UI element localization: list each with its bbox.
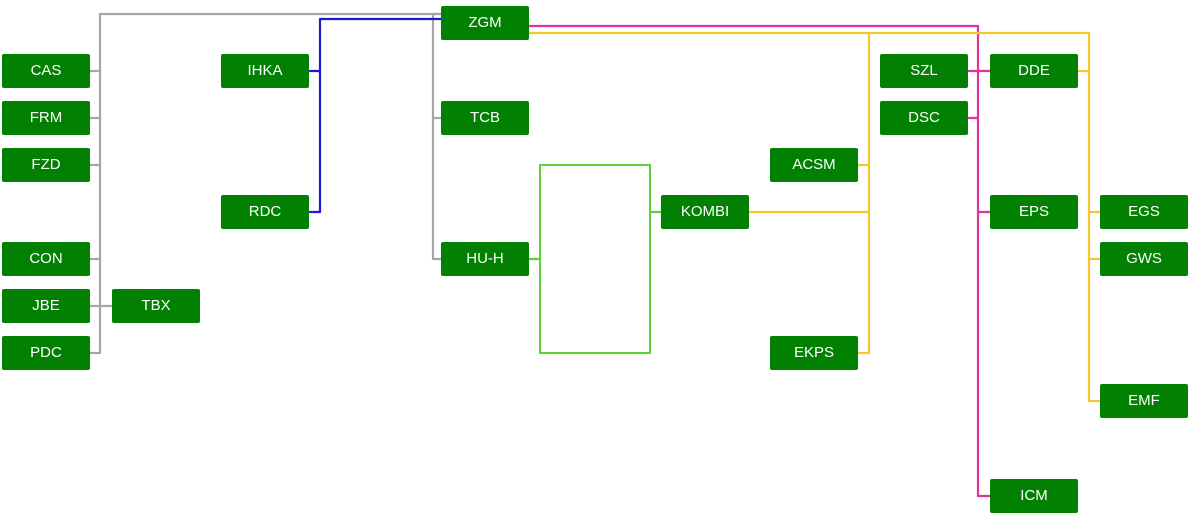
- node-rdc[interactable]: RDC: [221, 195, 309, 229]
- node-zgm[interactable]: ZGM: [441, 6, 529, 40]
- node-acsm[interactable]: ACSM: [770, 148, 858, 182]
- node-egs[interactable]: EGS: [1100, 195, 1188, 229]
- yellow-bus: [527, 31, 1102, 403]
- green-loop-links: [527, 210, 663, 261]
- green-loop: [539, 164, 651, 354]
- gray-bus-left: [88, 12, 443, 355]
- node-fzd[interactable]: FZD: [2, 148, 90, 182]
- node-ihka[interactable]: IHKA: [221, 54, 309, 88]
- node-pdc[interactable]: PDC: [2, 336, 90, 370]
- node-frm[interactable]: FRM: [2, 101, 90, 135]
- node-hu-h[interactable]: HU-H: [441, 242, 529, 276]
- node-eps[interactable]: EPS: [990, 195, 1078, 229]
- node-con[interactable]: CON: [2, 242, 90, 276]
- node-gws[interactable]: GWS: [1100, 242, 1188, 276]
- node-icm[interactable]: ICM: [990, 479, 1078, 513]
- gray-bus-zgm: [431, 12, 443, 261]
- node-cas[interactable]: CAS: [2, 54, 90, 88]
- node-dsc[interactable]: DSC: [880, 101, 968, 135]
- node-kombi[interactable]: KOMBI: [661, 195, 749, 229]
- blue-bus: [308, 17, 443, 214]
- node-szl[interactable]: SZL: [880, 54, 968, 88]
- magenta-bus: [527, 24, 992, 498]
- node-emf[interactable]: EMF: [1100, 384, 1188, 418]
- node-tbx[interactable]: TBX: [112, 289, 200, 323]
- node-dde[interactable]: DDE: [990, 54, 1078, 88]
- node-jbe[interactable]: JBE: [2, 289, 90, 323]
- node-tcb[interactable]: TCB: [441, 101, 529, 135]
- node-ekps[interactable]: EKPS: [770, 336, 858, 370]
